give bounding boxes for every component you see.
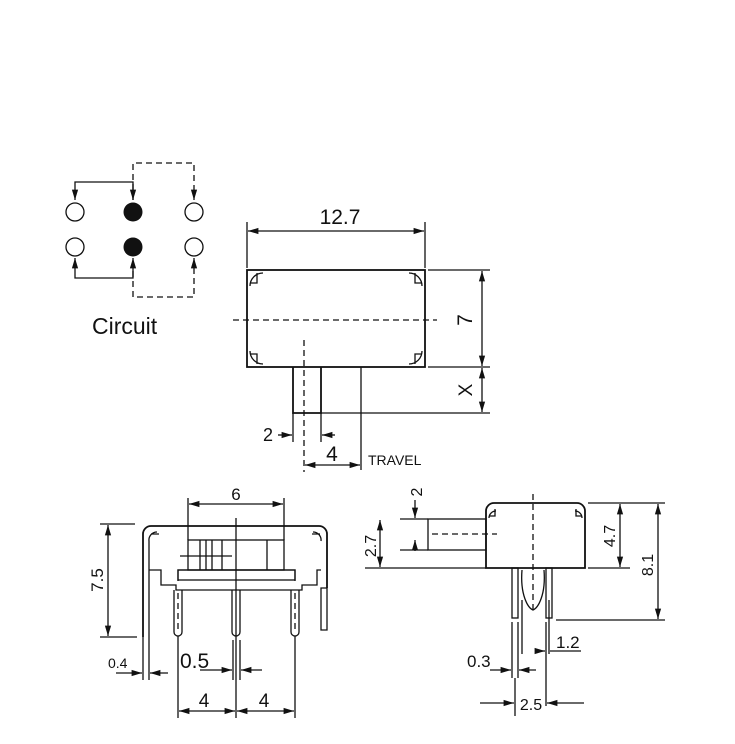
top-view: 12.7 7 X 2 4 TRAVEL xyxy=(233,206,490,472)
dim-actuator-length: X xyxy=(456,383,477,396)
dim-width: 12.7 xyxy=(320,206,361,229)
front-view: 6 7.5 0.4 0.5 4 4 xyxy=(88,485,328,718)
travel-label: TRAVEL xyxy=(368,452,422,468)
dim-actuator-height: 2 xyxy=(409,487,426,496)
contact-open xyxy=(65,237,85,257)
circuit-label: Circuit xyxy=(92,313,158,339)
dim-pin-width: 0.5 xyxy=(180,650,209,673)
side-view: 2 2.7 4.7 8.1 0.3 1.2 2.5 xyxy=(363,487,665,716)
dim-pitch-left: 4 xyxy=(199,691,210,712)
dim-pin-width: 1.2 xyxy=(556,633,580,652)
contact-common xyxy=(123,237,143,257)
dim-height: 7.5 xyxy=(88,568,107,592)
dim-pin-thickness: 0.3 xyxy=(467,652,491,671)
contact-common xyxy=(123,202,143,222)
dim-travel: 4 xyxy=(326,443,338,466)
contact-open xyxy=(65,202,85,222)
dim-actuator-offset: 2.7 xyxy=(363,535,380,557)
contact-open xyxy=(184,237,204,257)
dim-leg-thickness: 0.4 xyxy=(108,655,128,671)
circuit-diagram: Circuit xyxy=(65,162,204,339)
dim-actuator-span: 6 xyxy=(231,485,240,504)
dim-total-height: 8.1 xyxy=(640,554,657,576)
dim-height: 7 xyxy=(454,314,477,326)
dim-actuator-width: 2 xyxy=(263,425,273,445)
dim-pin-spacing: 2.5 xyxy=(520,697,542,714)
dim-body-height: 4.7 xyxy=(602,525,619,547)
dim-pitch-right: 4 xyxy=(259,691,270,712)
contact-open xyxy=(184,202,204,222)
